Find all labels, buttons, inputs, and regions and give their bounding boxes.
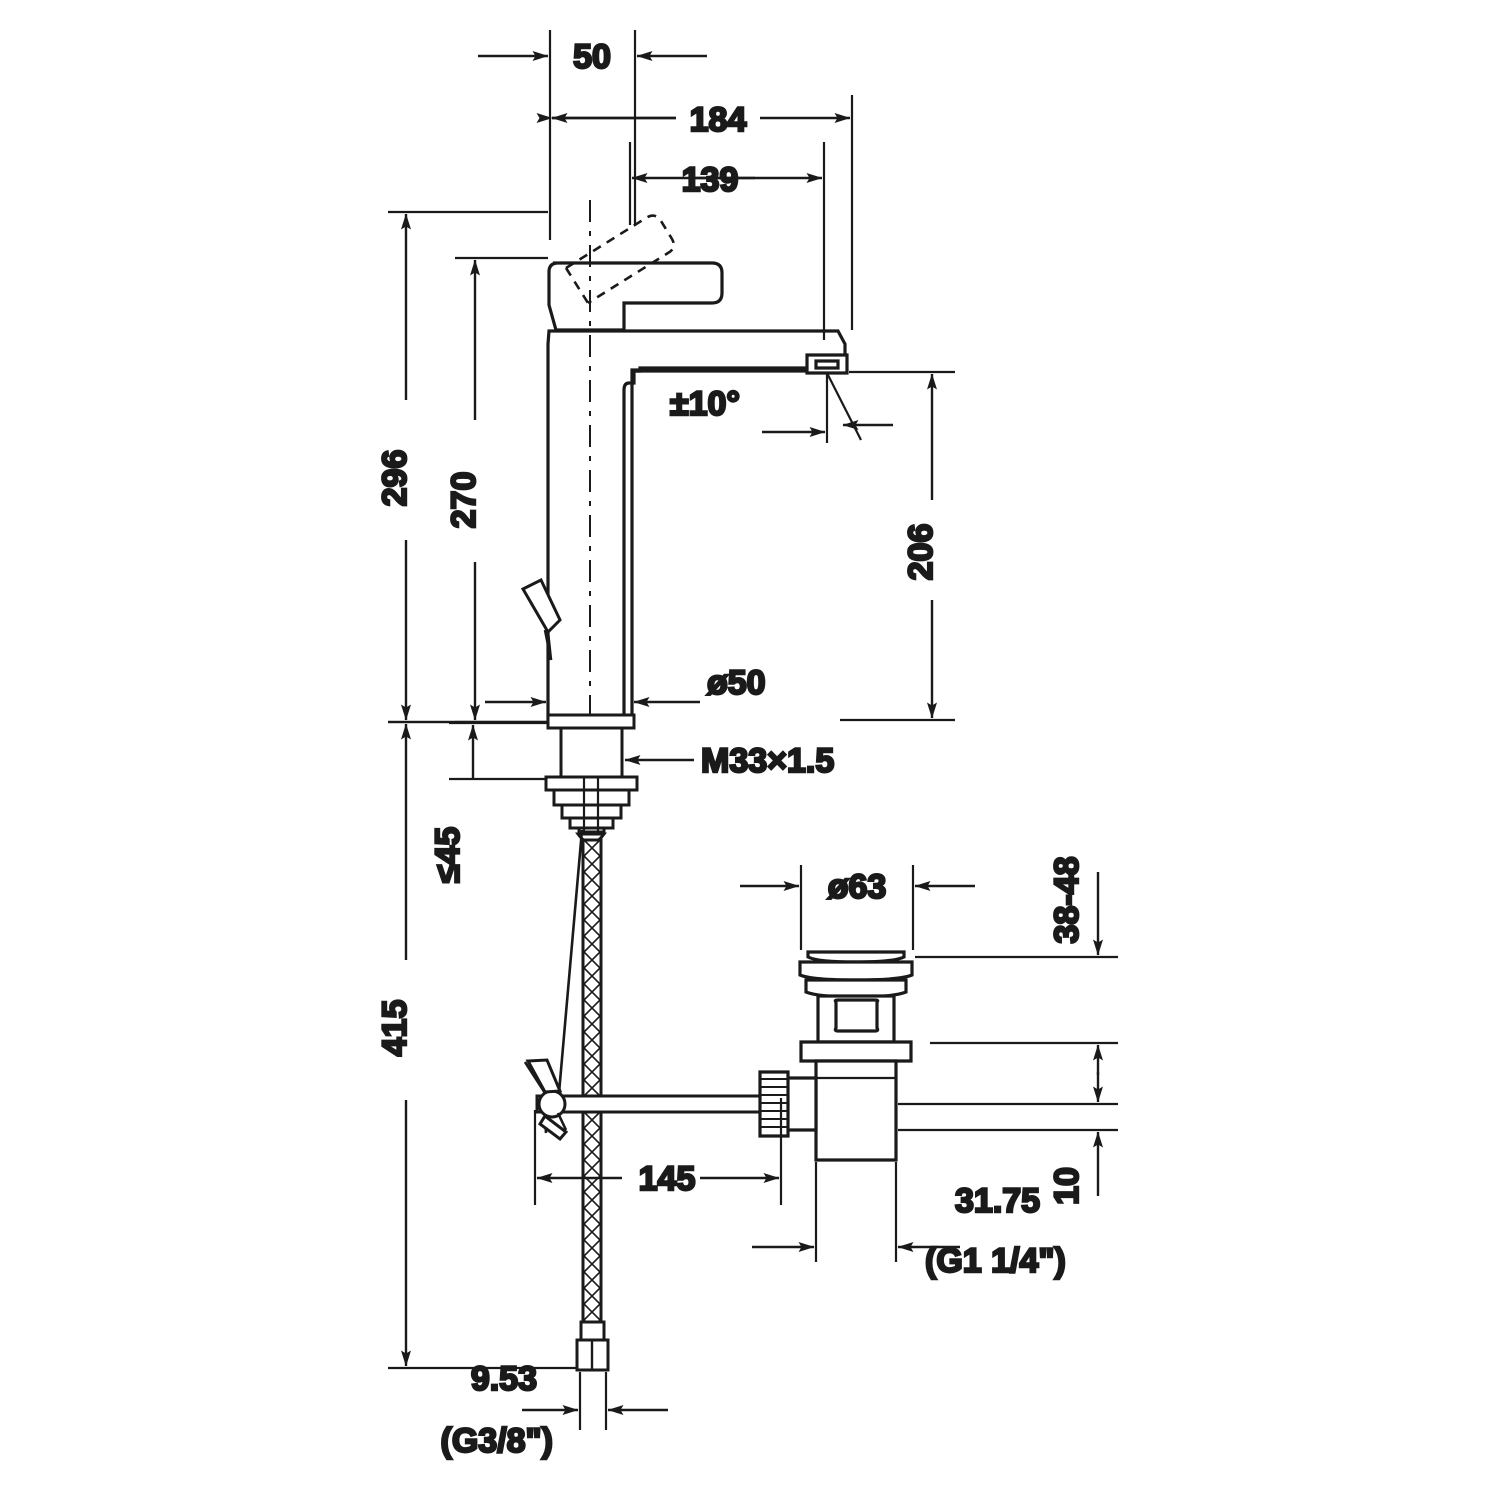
- dimension-145: [533, 1098, 783, 1205]
- dimension-label-145: 145: [639, 1160, 696, 1198]
- dimension-label-139: 139: [682, 161, 739, 199]
- dimension-label-diameter-50: ø50: [707, 664, 766, 702]
- dimension-label-g1-1-4: (G1 1/4"): [925, 1242, 1066, 1280]
- dimension-label-g3-8: (G3/8"): [441, 1422, 553, 1460]
- dimension-31-75: [752, 1162, 960, 1262]
- dimension-label-swivel-angle: ±10°: [670, 385, 740, 423]
- dimension-swivel-angle: [762, 372, 893, 443]
- dimension-label-38-48: 38-48: [1048, 857, 1086, 944]
- dimension-max-45: [449, 721, 548, 781]
- dimension-38-48: [915, 872, 1118, 959]
- dimension-mid-gap: [898, 1041, 1118, 1106]
- aerator-block: [805, 353, 849, 375]
- drain-waste-assembly: [758, 950, 914, 1162]
- hose-end-fitting: [575, 1320, 610, 1372]
- dimension-label-270: 270: [445, 472, 483, 529]
- dimension-label-diameter-63: ø63: [828, 868, 887, 906]
- faucet-shank-assembly: [544, 713, 639, 845]
- dimension-9-53: [522, 1372, 668, 1430]
- dimension-415: [388, 720, 578, 1370]
- dimension-label-206: 206: [902, 524, 940, 581]
- dimension-184: [536, 95, 854, 330]
- dimension-139: [628, 142, 826, 340]
- dimension-diameter-63: [740, 865, 975, 950]
- dimension-label-296: 296: [376, 450, 414, 507]
- dimension-206: [840, 370, 955, 722]
- dimension-label-9-53: 9.53: [471, 1360, 537, 1398]
- dimension-label-415: 415: [376, 1000, 414, 1057]
- dimension-label-10: 10: [1048, 1167, 1086, 1205]
- dimension-10: [898, 1128, 1118, 1196]
- braided-supply-hose: [581, 838, 603, 1324]
- dimension-label-31-75: 31.75: [955, 1182, 1040, 1220]
- dimension-label-50: 50: [573, 38, 611, 76]
- dimension-label-thread-m33: M33×1.5: [701, 742, 834, 780]
- popup-rod-linkage: [523, 829, 789, 1142]
- dimension-label-max-45: ≤45: [429, 827, 467, 883]
- dimension-50: [478, 30, 707, 240]
- faucet-lever-raised-ghost: [564, 214, 676, 305]
- faucet-lever-handle: [547, 261, 724, 332]
- dimension-label-184: 184: [690, 101, 747, 139]
- popup-lift-rod: [520, 577, 562, 661]
